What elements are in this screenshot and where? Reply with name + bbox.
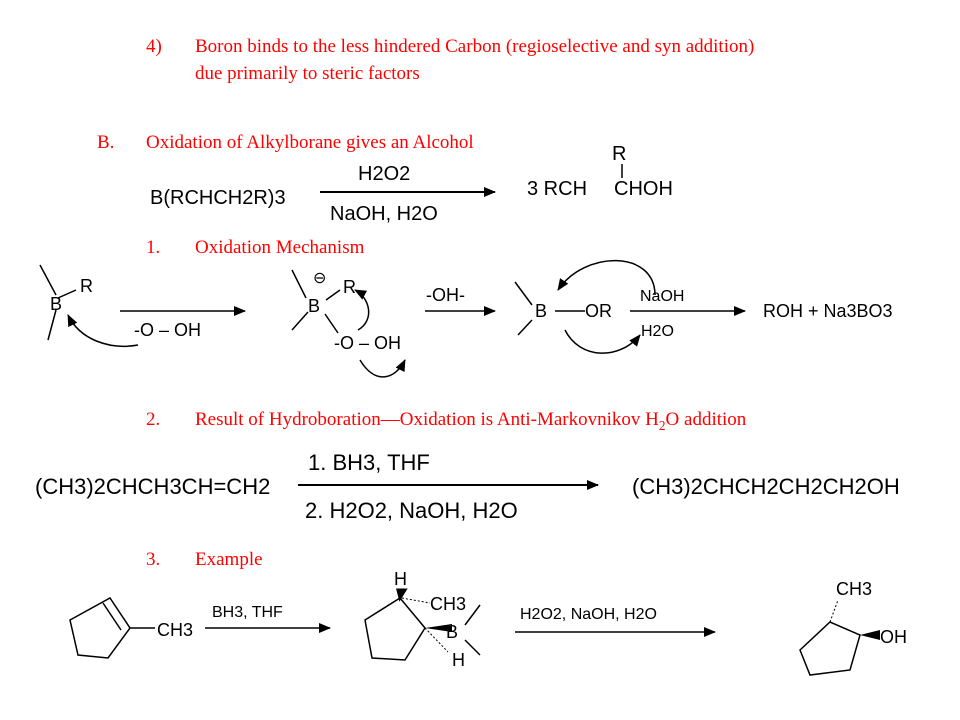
mech-peroxide-1: -O – OH: [134, 320, 201, 340]
eq1-product-r: R: [612, 143, 626, 165]
mech-charge: ⊖: [313, 270, 326, 287]
point-4-number: 4): [146, 36, 162, 57]
mech-h2o: H2O: [641, 323, 674, 340]
eq2-reactant: (CH3)2CHCH3CH=CH2: [35, 474, 270, 499]
ex-oh: OH: [880, 627, 907, 647]
section-b-title: Oxidation of Alkylborane gives an Alcoho…: [146, 132, 474, 153]
item-1-title: Oxidation Mechanism: [195, 237, 365, 258]
mech-curved-arrow-2: [354, 289, 370, 331]
item-1-number: 1.: [146, 237, 161, 258]
ex-h-top: H: [394, 569, 407, 589]
ex-ch3-product: CH3: [836, 579, 872, 599]
ex-ch3-mid: CH3: [430, 594, 466, 614]
mech-curved-arrow-3: [359, 359, 406, 378]
point-4-line1: Boron binds to the less hindered Carbon …: [195, 36, 755, 57]
ex-reagent-1: BH3, THF: [212, 604, 283, 621]
ex-h-bottom: H: [452, 650, 465, 670]
ex-oh-wedge: [860, 630, 880, 640]
item-3-number: 3.: [146, 549, 161, 570]
mech-r1: R: [80, 276, 93, 296]
eq1-reagent-bottom: NaOH, H2O: [330, 203, 438, 225]
mech-b2: B: [308, 296, 320, 316]
point-4-line2: due primarily to steric factors: [195, 63, 420, 84]
mech-peroxide-2: -O – OH: [334, 333, 401, 353]
item-3-title: Example: [195, 549, 263, 570]
ex-b: B: [446, 622, 458, 642]
item-2-number: 2.: [146, 409, 161, 430]
mech-or: OR: [585, 301, 612, 321]
mech-r2: R: [343, 277, 356, 297]
mech-product: ROH + Na3BO3: [763, 301, 893, 321]
mech-b3: B: [535, 301, 547, 321]
ex-intermediate-ring: [364, 597, 426, 661]
eq2-condition-1: 1. BH3, THF: [308, 450, 430, 475]
eq1-product-prefix: 3 RCH: [527, 178, 587, 200]
item-2-title: Result of Hydroboration—Oxidation is Ant…: [195, 409, 747, 433]
mech-b1: B: [50, 294, 62, 314]
ex-wedge-bond: [425, 624, 452, 632]
mech-naoh: NaOH: [640, 288, 684, 305]
eq2-condition-2: 2. H2O2, NaOH, H2O: [305, 498, 518, 523]
eq2-product: (CH3)2CHCH2CH2CH2OH: [632, 474, 900, 499]
section-b-letter: B.: [97, 132, 115, 153]
eq1-reagent-top: H2O2: [358, 163, 410, 185]
ex-product-ring: [799, 621, 861, 676]
eq1-reactant: B(RCHCH2R)3: [150, 187, 286, 209]
mech-curved-arrow-5: [564, 329, 641, 354]
ex-ch3-1: CH3: [157, 620, 193, 640]
ex-cyclopentene-ring: [69, 597, 131, 659]
mech-curved-arrow-1: [67, 314, 139, 347]
mech-arrow-label: -OH-: [426, 285, 465, 305]
mech-curved-arrow-4: [557, 259, 656, 296]
ex-reagent-2: H2O2, NaOH, H2O: [520, 606, 657, 623]
eq1-product-suffix: CHOH: [614, 178, 673, 200]
